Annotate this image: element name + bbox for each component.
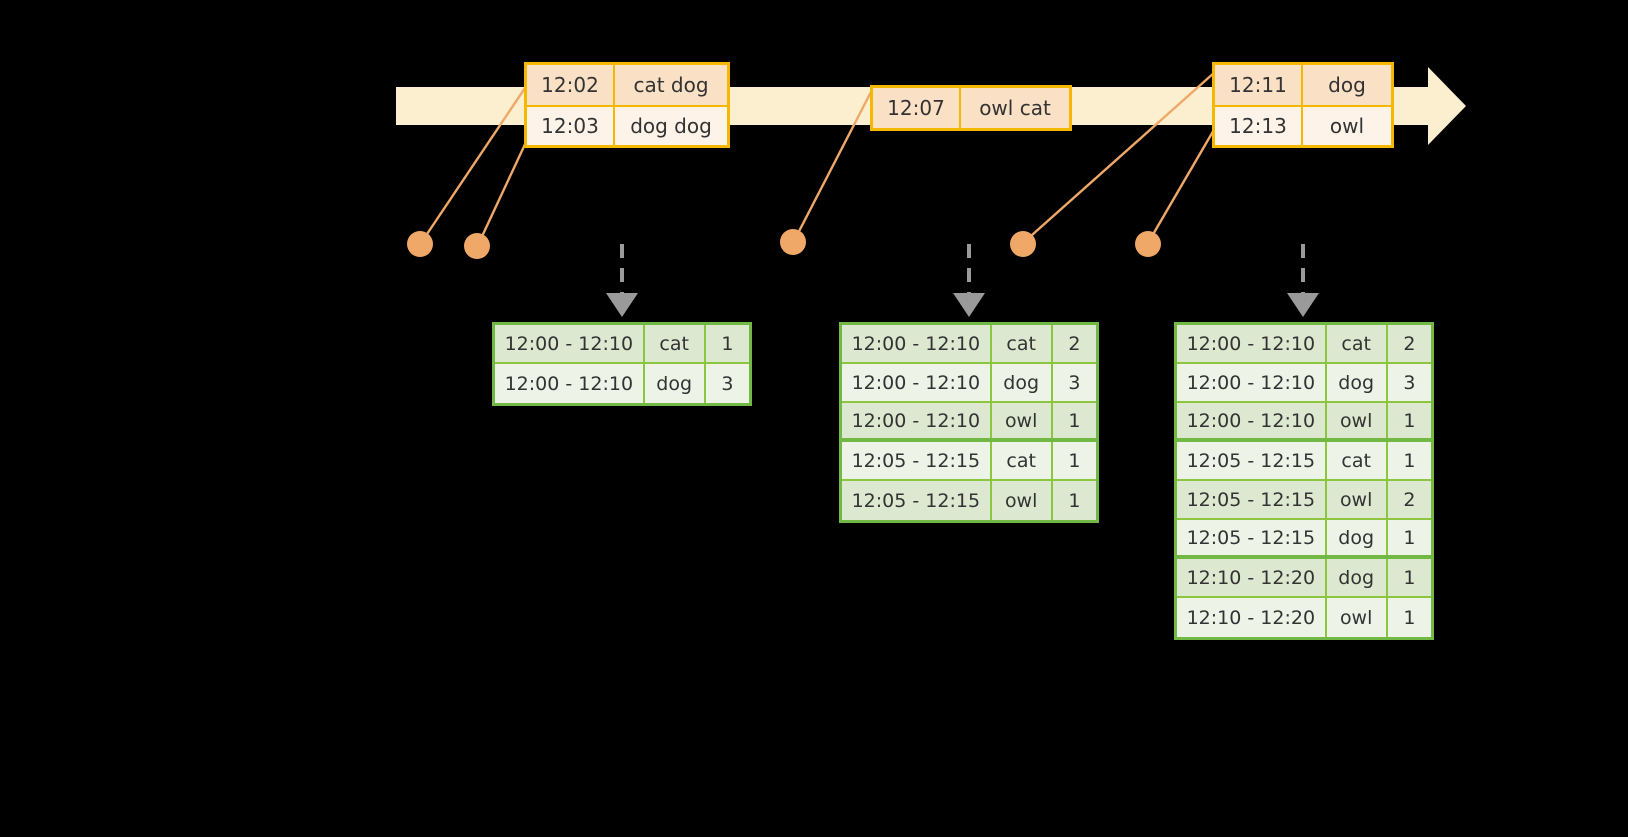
table-row[interactable]: 12:10 - 12:20 owl 1 bbox=[1177, 598, 1432, 637]
event-value: cat dog bbox=[615, 65, 727, 105]
event-group-1[interactable]: 12:02 cat dog 12:03 dog dog bbox=[524, 62, 730, 148]
table-row[interactable]: 12:00 - 12:10 cat 2 bbox=[842, 325, 1097, 364]
cell-window: 12:05 - 12:15 bbox=[1177, 442, 1327, 479]
trigger-arrows bbox=[606, 244, 1319, 317]
cell-count: 1 bbox=[1052, 481, 1097, 520]
cell-count: 3 bbox=[1387, 364, 1432, 401]
table-row[interactable]: 12:05 - 12:15 dog 1 bbox=[1177, 520, 1432, 559]
event-value: dog bbox=[1303, 65, 1391, 105]
cell-key: cat bbox=[644, 325, 706, 362]
cell-count: 1 bbox=[1387, 598, 1432, 637]
cell-count: 1 bbox=[1387, 520, 1432, 555]
cell-key: dog bbox=[644, 364, 706, 403]
cell-count: 1 bbox=[1052, 403, 1097, 438]
table-row[interactable]: 12:00 - 12:10 owl 1 bbox=[1177, 403, 1432, 442]
cell-window: 12:00 - 12:10 bbox=[1177, 403, 1327, 438]
cell-key: owl bbox=[1326, 403, 1388, 438]
event-time: 12:07 bbox=[873, 88, 961, 128]
cell-key: dog bbox=[1326, 520, 1388, 555]
table-row[interactable]: 12:00 - 12:10 cat 2 bbox=[1177, 325, 1432, 364]
cell-window: 12:00 - 12:10 bbox=[1177, 325, 1327, 362]
cell-window: 12:05 - 12:15 bbox=[842, 442, 992, 479]
event-time: 12:02 bbox=[527, 65, 615, 105]
cell-key: owl bbox=[991, 403, 1053, 438]
cell-window: 12:00 - 12:10 bbox=[842, 364, 992, 401]
cell-window: 12:00 - 12:10 bbox=[1177, 364, 1327, 401]
cell-count: 2 bbox=[1387, 481, 1432, 518]
table-row[interactable]: 12:00 - 12:10 owl 1 bbox=[842, 403, 1097, 442]
event-value: owl bbox=[1303, 107, 1391, 145]
cell-window: 12:10 - 12:20 bbox=[1177, 598, 1327, 637]
cell-key: cat bbox=[991, 442, 1053, 479]
cell-window: 12:05 - 12:15 bbox=[1177, 481, 1327, 518]
table-row[interactable]: 12:05 - 12:15 cat 1 bbox=[842, 442, 1097, 481]
event-time: 12:03 bbox=[527, 107, 615, 145]
table-row[interactable]: 12:00 - 12:10 cat 1 bbox=[495, 325, 750, 364]
cell-count: 1 bbox=[1387, 559, 1432, 596]
event-row[interactable]: 12:03 dog dog bbox=[527, 105, 727, 145]
watermark-dots bbox=[407, 229, 1161, 259]
cell-count: 2 bbox=[1052, 325, 1097, 362]
cell-window: 12:05 - 12:15 bbox=[1177, 520, 1327, 555]
cell-key: cat bbox=[1326, 325, 1388, 362]
table-row[interactable]: 12:05 - 12:15 owl 1 bbox=[842, 481, 1097, 520]
event-row[interactable]: 12:02 cat dog bbox=[527, 65, 727, 105]
table-row[interactable]: 12:10 - 12:20 dog 1 bbox=[1177, 559, 1432, 598]
event-time: 12:13 bbox=[1215, 107, 1303, 145]
cell-count: 2 bbox=[1387, 325, 1432, 362]
cell-key: owl bbox=[991, 481, 1053, 520]
watermark-dot-2 bbox=[464, 233, 490, 259]
event-row[interactable]: 12:07 owl cat bbox=[873, 88, 1069, 128]
cell-window: 12:00 - 12:10 bbox=[495, 364, 645, 403]
cell-window: 12:00 - 12:10 bbox=[842, 403, 992, 438]
watermark-dot-3 bbox=[780, 229, 806, 255]
event-value: dog dog bbox=[615, 107, 727, 145]
result-table-2[interactable]: 12:00 - 12:10 cat 2 12:00 - 12:10 dog 3 … bbox=[839, 322, 1099, 523]
table-row[interactable]: 12:05 - 12:15 owl 2 bbox=[1177, 481, 1432, 520]
cell-key: dog bbox=[991, 364, 1053, 401]
cell-count: 3 bbox=[1052, 364, 1097, 401]
cell-window: 12:00 - 12:10 bbox=[842, 325, 992, 362]
table-row[interactable]: 12:00 - 12:10 dog 3 bbox=[1177, 364, 1432, 403]
cell-key: owl bbox=[1326, 598, 1388, 637]
cell-window: 12:05 - 12:15 bbox=[842, 481, 992, 520]
cell-window: 12:00 - 12:10 bbox=[495, 325, 645, 362]
table-row[interactable]: 12:00 - 12:10 dog 3 bbox=[842, 364, 1097, 403]
event-group-2[interactable]: 12:07 owl cat bbox=[870, 85, 1072, 131]
cell-key: dog bbox=[1326, 559, 1388, 596]
watermark-dot-1 bbox=[407, 231, 433, 257]
event-row[interactable]: 12:13 owl bbox=[1215, 105, 1391, 145]
cell-window: 12:10 - 12:20 bbox=[1177, 559, 1327, 596]
cell-count: 3 bbox=[705, 364, 750, 403]
result-table-1[interactable]: 12:00 - 12:10 cat 1 12:00 - 12:10 dog 3 bbox=[492, 322, 752, 406]
cell-count: 1 bbox=[1052, 442, 1097, 479]
result-table-3[interactable]: 12:00 - 12:10 cat 2 12:00 - 12:10 dog 3 … bbox=[1174, 322, 1434, 640]
event-value: owl cat bbox=[961, 88, 1069, 128]
watermark-dot-5 bbox=[1135, 231, 1161, 257]
cell-key: dog bbox=[1326, 364, 1388, 401]
table-row[interactable]: 12:05 - 12:15 cat 1 bbox=[1177, 442, 1432, 481]
cell-count: 1 bbox=[1387, 442, 1432, 479]
event-row[interactable]: 12:11 dog bbox=[1215, 65, 1391, 105]
cell-key: owl bbox=[1326, 481, 1388, 518]
cell-key: cat bbox=[991, 325, 1053, 362]
event-group-3[interactable]: 12:11 dog 12:13 owl bbox=[1212, 62, 1394, 148]
cell-key: cat bbox=[1326, 442, 1388, 479]
table-row[interactable]: 12:00 - 12:10 dog 3 bbox=[495, 364, 750, 403]
watermark-dot-4 bbox=[1010, 231, 1036, 257]
cell-count: 1 bbox=[1387, 403, 1432, 438]
event-time: 12:11 bbox=[1215, 65, 1303, 105]
cell-count: 1 bbox=[705, 325, 750, 362]
